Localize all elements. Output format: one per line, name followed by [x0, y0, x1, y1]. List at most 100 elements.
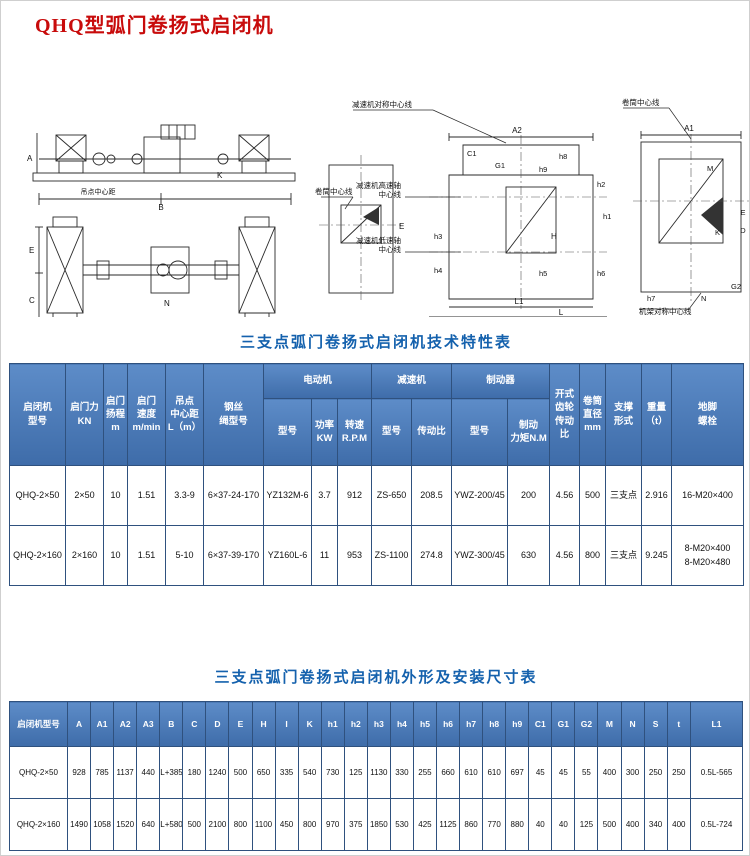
table-cell: 3.3-9	[165, 465, 204, 526]
column-header: h1	[320, 701, 345, 747]
table-cell: 274.8	[411, 525, 453, 586]
table-cell: 2×50	[65, 465, 104, 526]
column-header: S	[643, 701, 668, 747]
table-cell: 335	[274, 746, 299, 799]
table-cell: 三支点	[605, 525, 643, 586]
table-cell: 5-10	[165, 525, 204, 586]
table-cell: 255	[412, 746, 438, 799]
table-cell: 953	[336, 525, 373, 586]
col-support-type: 支撑 形式	[605, 363, 643, 466]
dim-label-h8: h8	[559, 152, 567, 161]
dim-label-n2: N	[701, 294, 706, 303]
dimension-table-title: 三支点弧门卷扬式启闭机外形及安装尺寸表	[214, 669, 538, 686]
table-cell: 1240	[205, 746, 230, 799]
table-cell: 500	[182, 798, 207, 851]
table-cell: 40	[551, 798, 576, 851]
table-cell: 375	[343, 798, 368, 851]
table-cell: 1130	[366, 746, 391, 799]
table-cell: 125	[574, 798, 599, 851]
dim-label-h3: h3	[434, 232, 442, 241]
table-cell: 4.56	[549, 465, 581, 526]
group-brake: 制动器	[451, 363, 551, 399]
column-header: h8	[482, 701, 507, 747]
column-header: G1	[551, 701, 576, 747]
col-lifting-force: 启门力 KN	[65, 363, 104, 466]
table-cell: 340	[643, 798, 668, 851]
table-cell: 250	[643, 746, 668, 799]
spec-table-header: 启闭机 型号 启门力 KN 启门 扬程 m 启门 速度 m/min 吊点 中心距…	[9, 363, 745, 466]
spec-table: 启闭机 型号 启门力 KN 启门 扬程 m 启门 速度 m/min 吊点 中心距…	[9, 363, 745, 586]
table-cell: 1100	[251, 798, 276, 851]
dim-label-n: N	[164, 299, 170, 308]
table-cell: 1490	[66, 798, 92, 851]
table-cell: 10	[103, 525, 128, 586]
column-header: I	[274, 701, 299, 747]
col-brake-model: 型号	[451, 398, 509, 466]
table-cell: YWZ-300/45	[451, 525, 509, 586]
table-cell: 440	[136, 746, 161, 799]
dim-label-k: K	[217, 171, 223, 180]
table-cell: 1125	[435, 798, 461, 851]
table-cell: 180	[182, 746, 207, 799]
dim-label-d: D	[740, 226, 746, 235]
dim-label-h1: h1	[603, 212, 611, 221]
dim-label-c1: C1	[467, 149, 477, 158]
table-cell: 200	[507, 465, 551, 526]
table-cell: 1.51	[127, 465, 166, 526]
col-hang-center-distance: 吊点 中心距 L（m）	[165, 363, 204, 466]
dim-label-g2: G2	[731, 282, 741, 291]
table-cell: 610	[482, 746, 507, 799]
table-cell: ZS-650	[371, 465, 413, 526]
table-cell: 45	[528, 746, 553, 799]
table-cell: 0.5L-724	[690, 798, 743, 851]
side-view-left-panel	[319, 155, 401, 303]
table-cell: 45	[551, 746, 576, 799]
table-cell: 208.5	[411, 465, 453, 526]
dim-label-h2: h2	[597, 180, 605, 189]
column-header: h2	[343, 701, 368, 747]
col-wire-rope-model: 钢丝 绳型号	[203, 363, 264, 466]
table-cell: 1.51	[127, 525, 166, 586]
column-header: B	[159, 701, 184, 747]
table-cell: 2.916	[641, 465, 673, 526]
table-cell: 6×37-24-170	[203, 465, 264, 526]
table-cell: 1058	[90, 798, 115, 851]
hoist-engineering-diagram: A K 吊点中心距 B E C	[27, 97, 749, 324]
column-header: t	[666, 701, 692, 747]
dim-label-e: E	[29, 246, 34, 255]
table-cell: 40	[528, 798, 553, 851]
table-cell: 55	[574, 746, 599, 799]
dim-label-a: A	[27, 154, 33, 163]
callout-frame-symmetry-centerline: 机架对称中心线	[639, 306, 692, 316]
column-header: A1	[90, 701, 115, 747]
table-cell: 9.245	[641, 525, 673, 586]
dim-label-l: L	[559, 308, 564, 317]
col-open-gear-ratio: 开式 齿轮 传动比	[549, 363, 581, 466]
group-motor: 电动机	[262, 363, 373, 399]
column-header: L1	[690, 701, 743, 747]
column-header: 启闭机型号	[9, 701, 68, 747]
column-header: h3	[366, 701, 391, 747]
table-cell: 860	[459, 798, 484, 851]
callout-high-speed-shaft-line2: 中心线	[379, 189, 402, 199]
group-reducer: 减速机	[371, 363, 453, 399]
dim-label-h5: h5	[539, 269, 547, 278]
table-cell: L+580	[159, 798, 184, 851]
column-header: h4	[389, 701, 414, 747]
col-lift-speed: 启门 速度 m/min	[127, 363, 166, 466]
dim-label-h: H	[551, 232, 557, 241]
table-cell: 11	[311, 525, 338, 586]
table-cell: 0.5L-565	[690, 746, 743, 799]
column-header: C1	[528, 701, 553, 747]
table-cell: QHQ-2×50	[9, 746, 68, 799]
dim-label-g1: G1	[495, 161, 505, 170]
plan-view-drawing	[35, 216, 276, 324]
front-elevation-drawing	[32, 124, 296, 205]
column-header: N	[620, 701, 645, 747]
col-reducer-ratio: 传动比	[411, 398, 453, 466]
callout-leader-lines	[321, 107, 702, 310]
